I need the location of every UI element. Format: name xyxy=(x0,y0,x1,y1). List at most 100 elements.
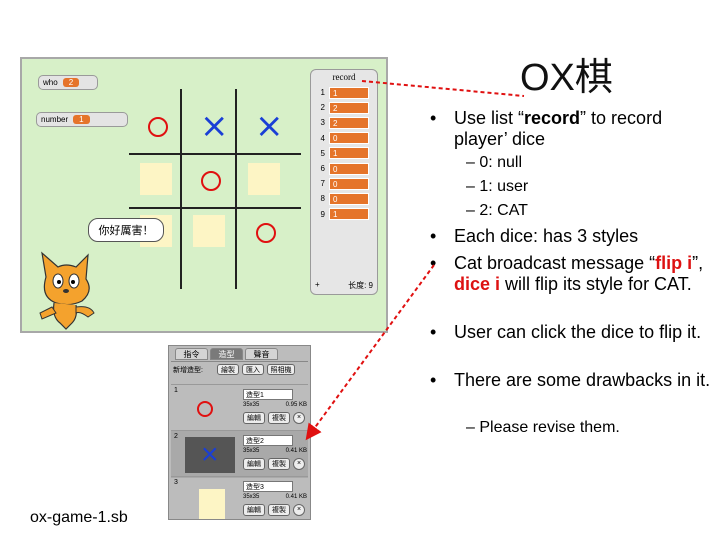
costume-thumbnail[interactable]: × xyxy=(185,437,235,473)
tab-sounds[interactable]: 聲音 xyxy=(245,348,278,360)
bullet-text: Each dice: has 3 styles xyxy=(454,226,639,246)
cross-mark[interactable]: × xyxy=(255,106,284,146)
delete-costume-icon[interactable]: × xyxy=(293,458,305,470)
monitor-value: 2 xyxy=(62,78,80,87)
costume-filesize: 0.95 KB xyxy=(285,402,307,408)
bullet-dot: • xyxy=(430,253,437,273)
monitor-label: who xyxy=(43,78,58,87)
costume-filesize: 0.41 KB xyxy=(285,494,307,500)
costume-row[interactable]: 1 造型1 35x35 0.95 KB 編輯複製× xyxy=(171,384,308,432)
delete-costume-icon[interactable]: × xyxy=(293,504,305,516)
circle-mark[interactable] xyxy=(201,171,221,191)
grid-line xyxy=(180,89,182,289)
costume-name-field[interactable]: 造型1 xyxy=(243,389,293,400)
copy-costume-button[interactable]: 複製 xyxy=(268,412,290,424)
edit-costume-button[interactable]: 編輯 xyxy=(243,412,265,424)
new-costume-label: 新增造型: xyxy=(173,367,203,374)
list-item-value[interactable]: 0 xyxy=(329,132,369,145)
costume-thumbnail[interactable] xyxy=(187,483,225,519)
costume-buttons: 編輯複製× xyxy=(243,412,305,424)
tab-costumes[interactable]: 造型 xyxy=(210,348,243,360)
list-index: 4 xyxy=(320,133,325,143)
list-index: 8 xyxy=(320,194,325,204)
costume-dimensions: 35x35 xyxy=(243,402,260,408)
cross-mark[interactable]: × xyxy=(200,106,229,146)
list-item-value[interactable]: 1 xyxy=(329,208,369,221)
costume-number: 1 xyxy=(174,387,178,394)
list-item-value[interactable]: 1 xyxy=(329,86,369,99)
sub-bullet-item: – 0: null xyxy=(466,154,523,171)
list-item-value[interactable]: 1 xyxy=(329,147,369,160)
dice-blank[interactable] xyxy=(193,215,225,247)
grid-line xyxy=(129,207,301,209)
delete-costume-icon[interactable]: × xyxy=(293,412,305,424)
dice-blank[interactable] xyxy=(140,163,172,195)
costume-name-field[interactable]: 造型2 xyxy=(243,435,293,446)
costume-thumbnail[interactable] xyxy=(187,391,223,427)
costume-buttons: 編輯複製× xyxy=(243,504,305,516)
costume-dimensions: 35x35 xyxy=(243,448,260,454)
costume-info: 35x35 0.95 KB xyxy=(243,402,307,408)
list-item-value[interactable]: 2 xyxy=(329,101,369,114)
list-index: 6 xyxy=(320,164,325,173)
list-item-value[interactable]: 2 xyxy=(329,116,369,129)
bullet-dot: • xyxy=(430,322,437,342)
list-add-button[interactable]: + xyxy=(315,280,320,289)
list-index: 5 xyxy=(320,148,325,158)
import-button[interactable]: 匯入 xyxy=(242,364,264,375)
grid-line xyxy=(129,153,301,155)
bullet-text: Use list “record” to record player’ dice xyxy=(454,108,663,149)
bullet-dot: • xyxy=(430,370,437,390)
costume-info: 35x35 0.41 KB xyxy=(243,448,307,454)
camera-button[interactable]: 照相機 xyxy=(267,364,295,375)
paint-button[interactable]: 繪製 xyxy=(217,364,239,375)
list-item-value[interactable]: 0 xyxy=(329,192,369,205)
costume-name-field[interactable]: 造型3 xyxy=(243,481,293,492)
costume-buttons: 編輯複製× xyxy=(243,458,305,470)
edit-costume-button[interactable]: 編輯 xyxy=(243,458,265,470)
scratch-cat-sprite[interactable] xyxy=(32,247,102,331)
sub-bullet-item: – 2: CAT xyxy=(466,202,528,219)
sub-bullet-item: – Please revise them. xyxy=(466,419,620,436)
bullet-dot: • xyxy=(430,108,437,128)
bullet-text: There are some drawbacks in it. xyxy=(454,370,711,390)
list-index: 3 xyxy=(320,118,325,128)
bullet-item: • Each dice: has 3 styles xyxy=(430,226,715,247)
tab-scripts[interactable]: 指令 xyxy=(175,348,208,360)
costume-number: 2 xyxy=(174,433,178,440)
dice-blank[interactable] xyxy=(248,163,280,195)
copy-costume-button[interactable]: 複製 xyxy=(268,458,290,470)
bullet-item: • Use list “record” to record player’ dic… xyxy=(430,108,715,150)
circle-mark[interactable] xyxy=(148,117,168,137)
costume-filesize: 0.41 KB xyxy=(285,448,307,454)
bullet-dot: • xyxy=(430,226,437,246)
copy-costume-button[interactable]: 複製 xyxy=(268,504,290,516)
list-index: 1 xyxy=(320,88,325,97)
bullet-item: •Cat broadcast message “flip i”, dice i … xyxy=(430,253,715,295)
grid-line xyxy=(235,89,237,289)
file-caption: ox-game-1.sb xyxy=(30,509,128,526)
variable-monitor-who: who 2 xyxy=(38,75,98,90)
list-item-value[interactable]: 0 xyxy=(329,177,369,190)
list-title: record xyxy=(332,72,356,82)
edit-costume-button[interactable]: 編輯 xyxy=(243,504,265,516)
circle-mark[interactable] xyxy=(256,223,276,243)
list-item-value[interactable]: 0 xyxy=(329,162,369,175)
speech-bubble: 你好厲害！ xyxy=(88,218,164,242)
sub-bullet-item: – 1: user xyxy=(466,178,529,195)
bullet-item: • There are some drawbacks in it. xyxy=(430,370,715,391)
bullet-text: User can click the dice to flip it. xyxy=(454,322,702,342)
